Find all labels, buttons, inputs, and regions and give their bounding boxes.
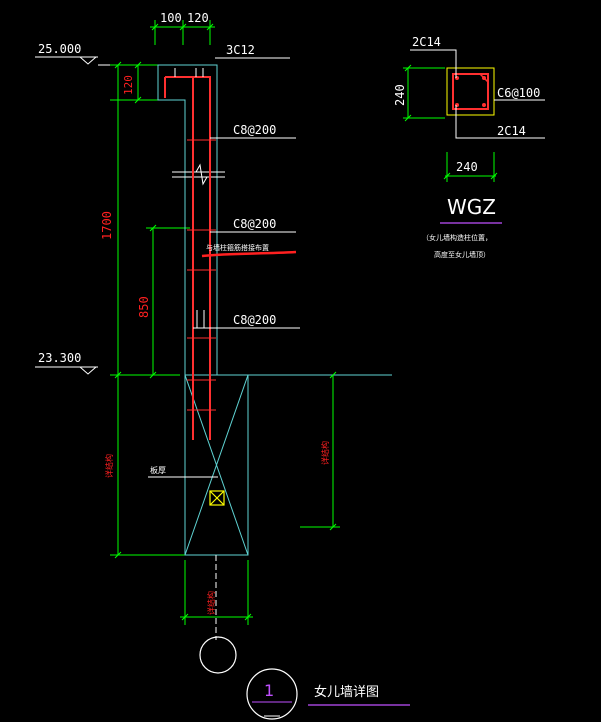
top-dimension bbox=[150, 20, 215, 45]
left-red-note: 详结构 bbox=[104, 454, 114, 478]
stirrup-2-label: C8@200 bbox=[233, 217, 276, 231]
title-text: 女儿墙详图 bbox=[314, 684, 379, 700]
section-note-2: 高度至女儿墙顶） bbox=[434, 250, 490, 259]
parapet-outline bbox=[157, 64, 249, 556]
section-name: WGZ bbox=[447, 195, 496, 219]
section-dim-w: 240 bbox=[456, 160, 478, 174]
section-stirrup: C6@100 bbox=[497, 86, 540, 100]
dim-100: 100 bbox=[160, 11, 182, 25]
section-outline bbox=[446, 67, 495, 116]
bottom-dimension bbox=[180, 560, 253, 625]
section-leaders bbox=[410, 49, 545, 139]
axis-bubble bbox=[199, 636, 237, 674]
section-top-bars: 2C14 bbox=[412, 35, 441, 49]
elevation-base-marker bbox=[35, 366, 98, 375]
stirrup-1-label: C8@200 bbox=[233, 123, 276, 137]
yellow-marker bbox=[209, 490, 225, 506]
section-bottom-bars: 2C14 bbox=[497, 124, 526, 138]
slab-note: 板厚 bbox=[150, 465, 166, 475]
top-bars-label: 3C12 bbox=[226, 43, 255, 57]
title-circle bbox=[246, 668, 298, 720]
elevation-base-label: 23.300 bbox=[38, 351, 81, 365]
red-note-text: 与墙柱箍筋搭接布置 bbox=[206, 243, 269, 252]
stirrup-3-label: C8@200 bbox=[233, 313, 276, 327]
elevation-top-label: 25.000 bbox=[38, 42, 81, 56]
section-dim-h: 240 bbox=[393, 84, 407, 106]
red-underline bbox=[201, 250, 297, 258]
dim-850: 850 bbox=[137, 296, 151, 318]
dim-120: 120 bbox=[187, 11, 209, 25]
right-red-note: 详结构 bbox=[320, 441, 330, 465]
rebar-ties bbox=[187, 139, 216, 411]
title-number: 1 bbox=[264, 681, 274, 700]
bottom-red-note: 详结构 bbox=[206, 591, 216, 615]
dim-120-cap: 120 bbox=[122, 75, 135, 95]
break-symbol bbox=[172, 163, 225, 186]
section-dimensions bbox=[403, 64, 498, 182]
height-dimension bbox=[110, 61, 185, 559]
section-note-1: （女儿墙构造柱位置， bbox=[422, 233, 492, 242]
mid-dimension bbox=[146, 224, 190, 379]
dim-1700: 1700 bbox=[100, 211, 114, 240]
rebar-elevation bbox=[164, 76, 211, 440]
right-dimension bbox=[300, 371, 340, 531]
